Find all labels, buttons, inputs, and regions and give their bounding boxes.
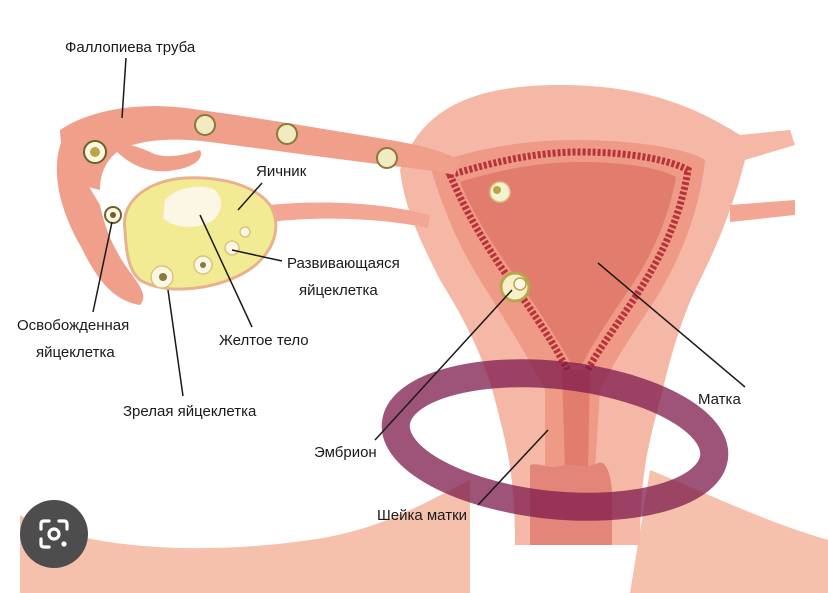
label-released-egg-1: Освобожденная bbox=[17, 317, 129, 334]
label-cervix: Шейка матки bbox=[377, 507, 467, 524]
label-fallopian-tube: Фаллопиева труба bbox=[65, 39, 196, 56]
cervix-canal bbox=[562, 370, 590, 470]
overlay-band bbox=[381, 359, 729, 521]
released-egg bbox=[104, 206, 122, 224]
tube-eggs bbox=[83, 114, 511, 203]
label-embryo: Эмбрион bbox=[314, 444, 377, 461]
lens-search-button[interactable] bbox=[20, 500, 88, 568]
fimbriae bbox=[56, 140, 144, 305]
ovarian-ligament bbox=[268, 202, 430, 228]
label-corpus-luteum: Желтое тело bbox=[219, 332, 309, 349]
label-mature-egg: Зрелая яйцеклетка bbox=[123, 403, 257, 420]
corpus-luteum bbox=[163, 186, 222, 227]
label-developing-egg-1: Развивающаяся bbox=[287, 255, 400, 272]
label-ovary: Яичник bbox=[256, 163, 307, 180]
uterine-cavity bbox=[460, 162, 676, 365]
fallopian-tube bbox=[60, 106, 460, 190]
ovary-follicles bbox=[150, 226, 251, 289]
ovary bbox=[122, 176, 278, 291]
right-ligament bbox=[730, 200, 795, 222]
leader-lines bbox=[92, 57, 746, 506]
fimbriae-tip bbox=[115, 145, 201, 172]
lower-tissue bbox=[20, 480, 470, 593]
label-released-egg-2: яйцеклетка bbox=[36, 344, 115, 361]
label-developing-egg-2: яйцеклетка bbox=[299, 282, 378, 299]
google-lens-icon bbox=[39, 519, 69, 549]
label-uterus: Матка bbox=[698, 391, 741, 408]
